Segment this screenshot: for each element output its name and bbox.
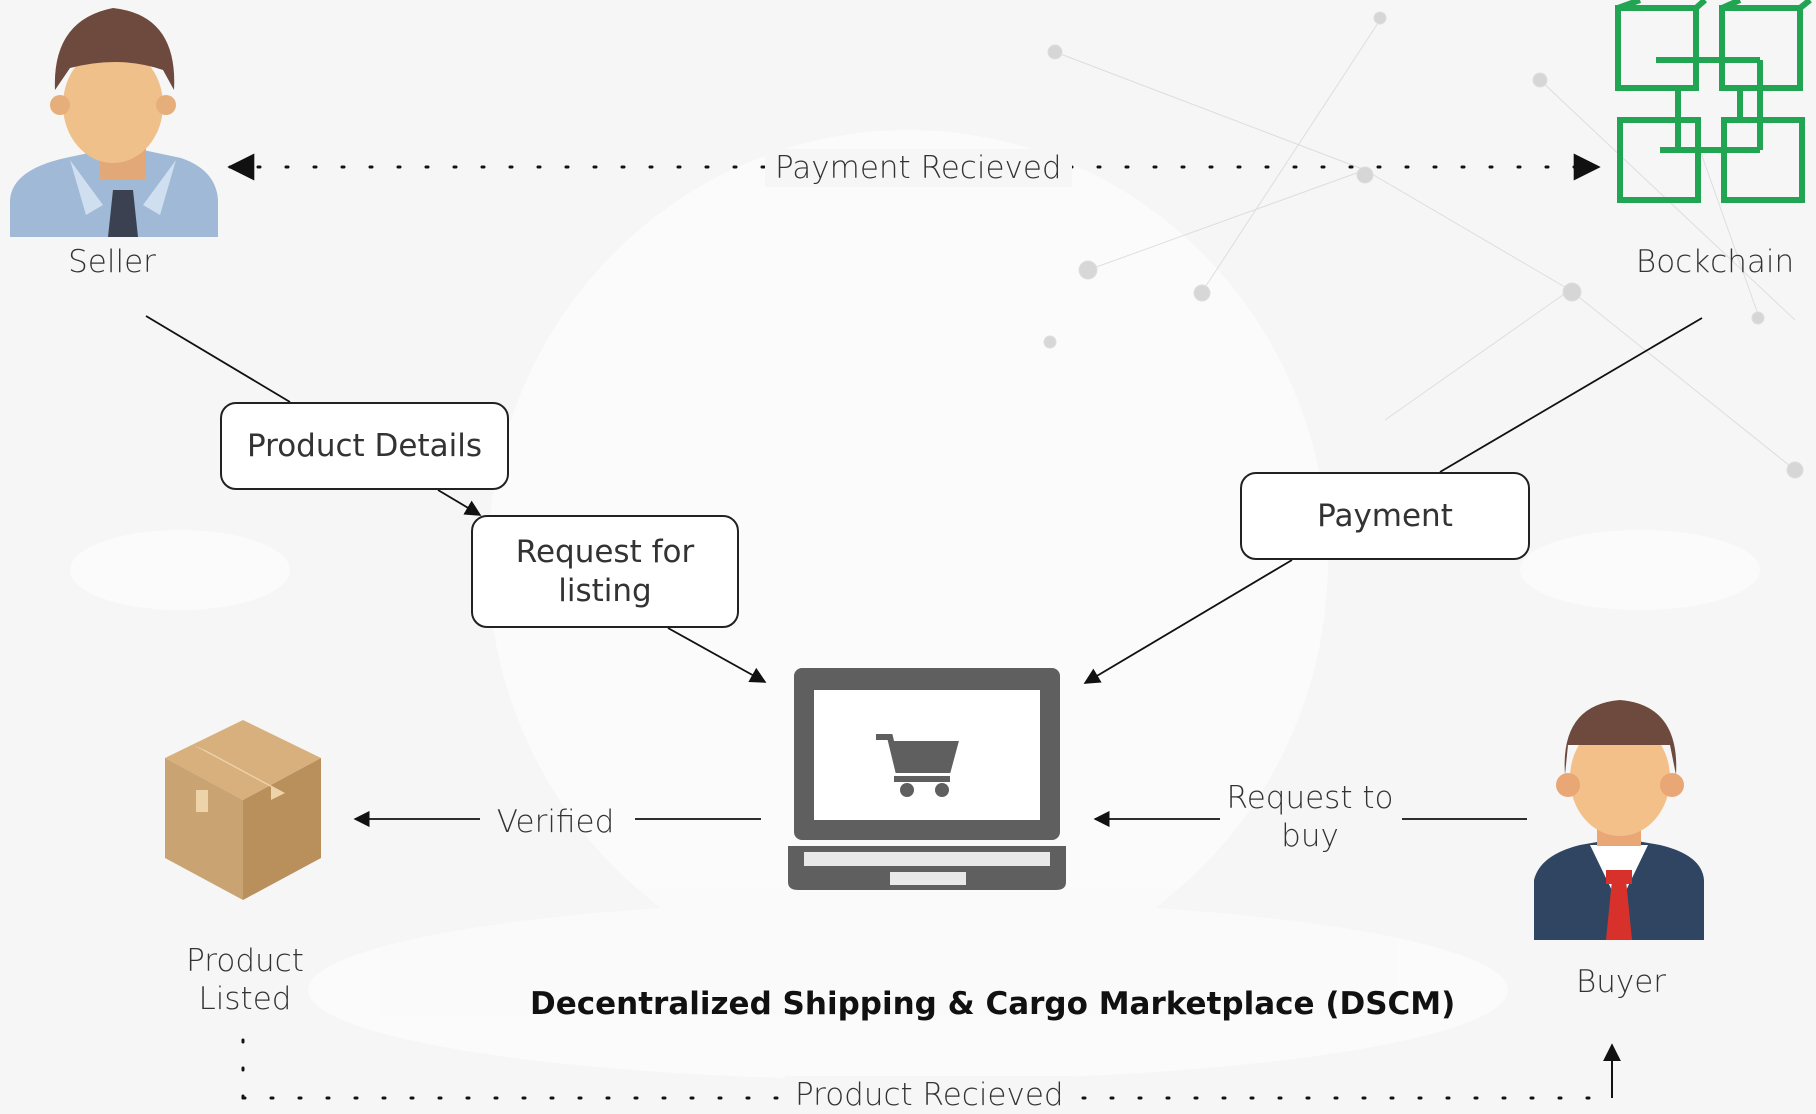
blockchain-to-payment-line	[1439, 317, 1703, 473]
diagram-title: Decentralized Shipping & Cargo Marketpla…	[530, 986, 1456, 1022]
background-decoration	[70, 130, 1760, 1080]
payment-box: Payment	[1240, 472, 1530, 560]
product-details-box: Product Details	[220, 402, 509, 490]
request-to-laptop-line	[667, 627, 767, 683]
blockchain-label: Bockchain	[1635, 244, 1795, 280]
request-listing-box: Request for listing	[471, 515, 739, 628]
payment-to-laptop-line	[1083, 559, 1293, 684]
product-received-label: Product Recieved	[785, 1076, 1074, 1114]
product-listed-line-2: Listed	[198, 981, 292, 1017]
connectors	[145, 153, 1703, 1100]
laptop-icon	[788, 668, 1066, 890]
verified-label: Verified	[496, 804, 615, 840]
request-listing-line-2: listing	[558, 572, 652, 609]
request-buy-line-2: buy	[1281, 818, 1339, 854]
seller-to-details-line	[145, 315, 291, 403]
payment-text: Payment	[1317, 497, 1453, 534]
cart-icon	[876, 734, 959, 797]
request-buy-label: Request to buy	[1222, 779, 1398, 855]
product-box-icon	[165, 720, 321, 900]
seller-icon	[10, 8, 218, 237]
blockchain-icon	[1615, 0, 1812, 203]
details-to-request-line	[437, 489, 482, 516]
seller-label: Seller	[68, 244, 156, 280]
product-details-text: Product Details	[246, 427, 483, 464]
product-listed-label: Product Listed	[165, 942, 325, 1018]
buyer-icon	[1534, 700, 1704, 940]
request-listing-line-1: Request for	[515, 533, 695, 570]
product-listed-line-1: Product	[186, 943, 304, 979]
buyer-label: Buyer	[1575, 964, 1667, 1000]
payment-received-label: Payment Recieved	[765, 149, 1072, 187]
request-buy-line-1: Request to	[1226, 780, 1394, 816]
